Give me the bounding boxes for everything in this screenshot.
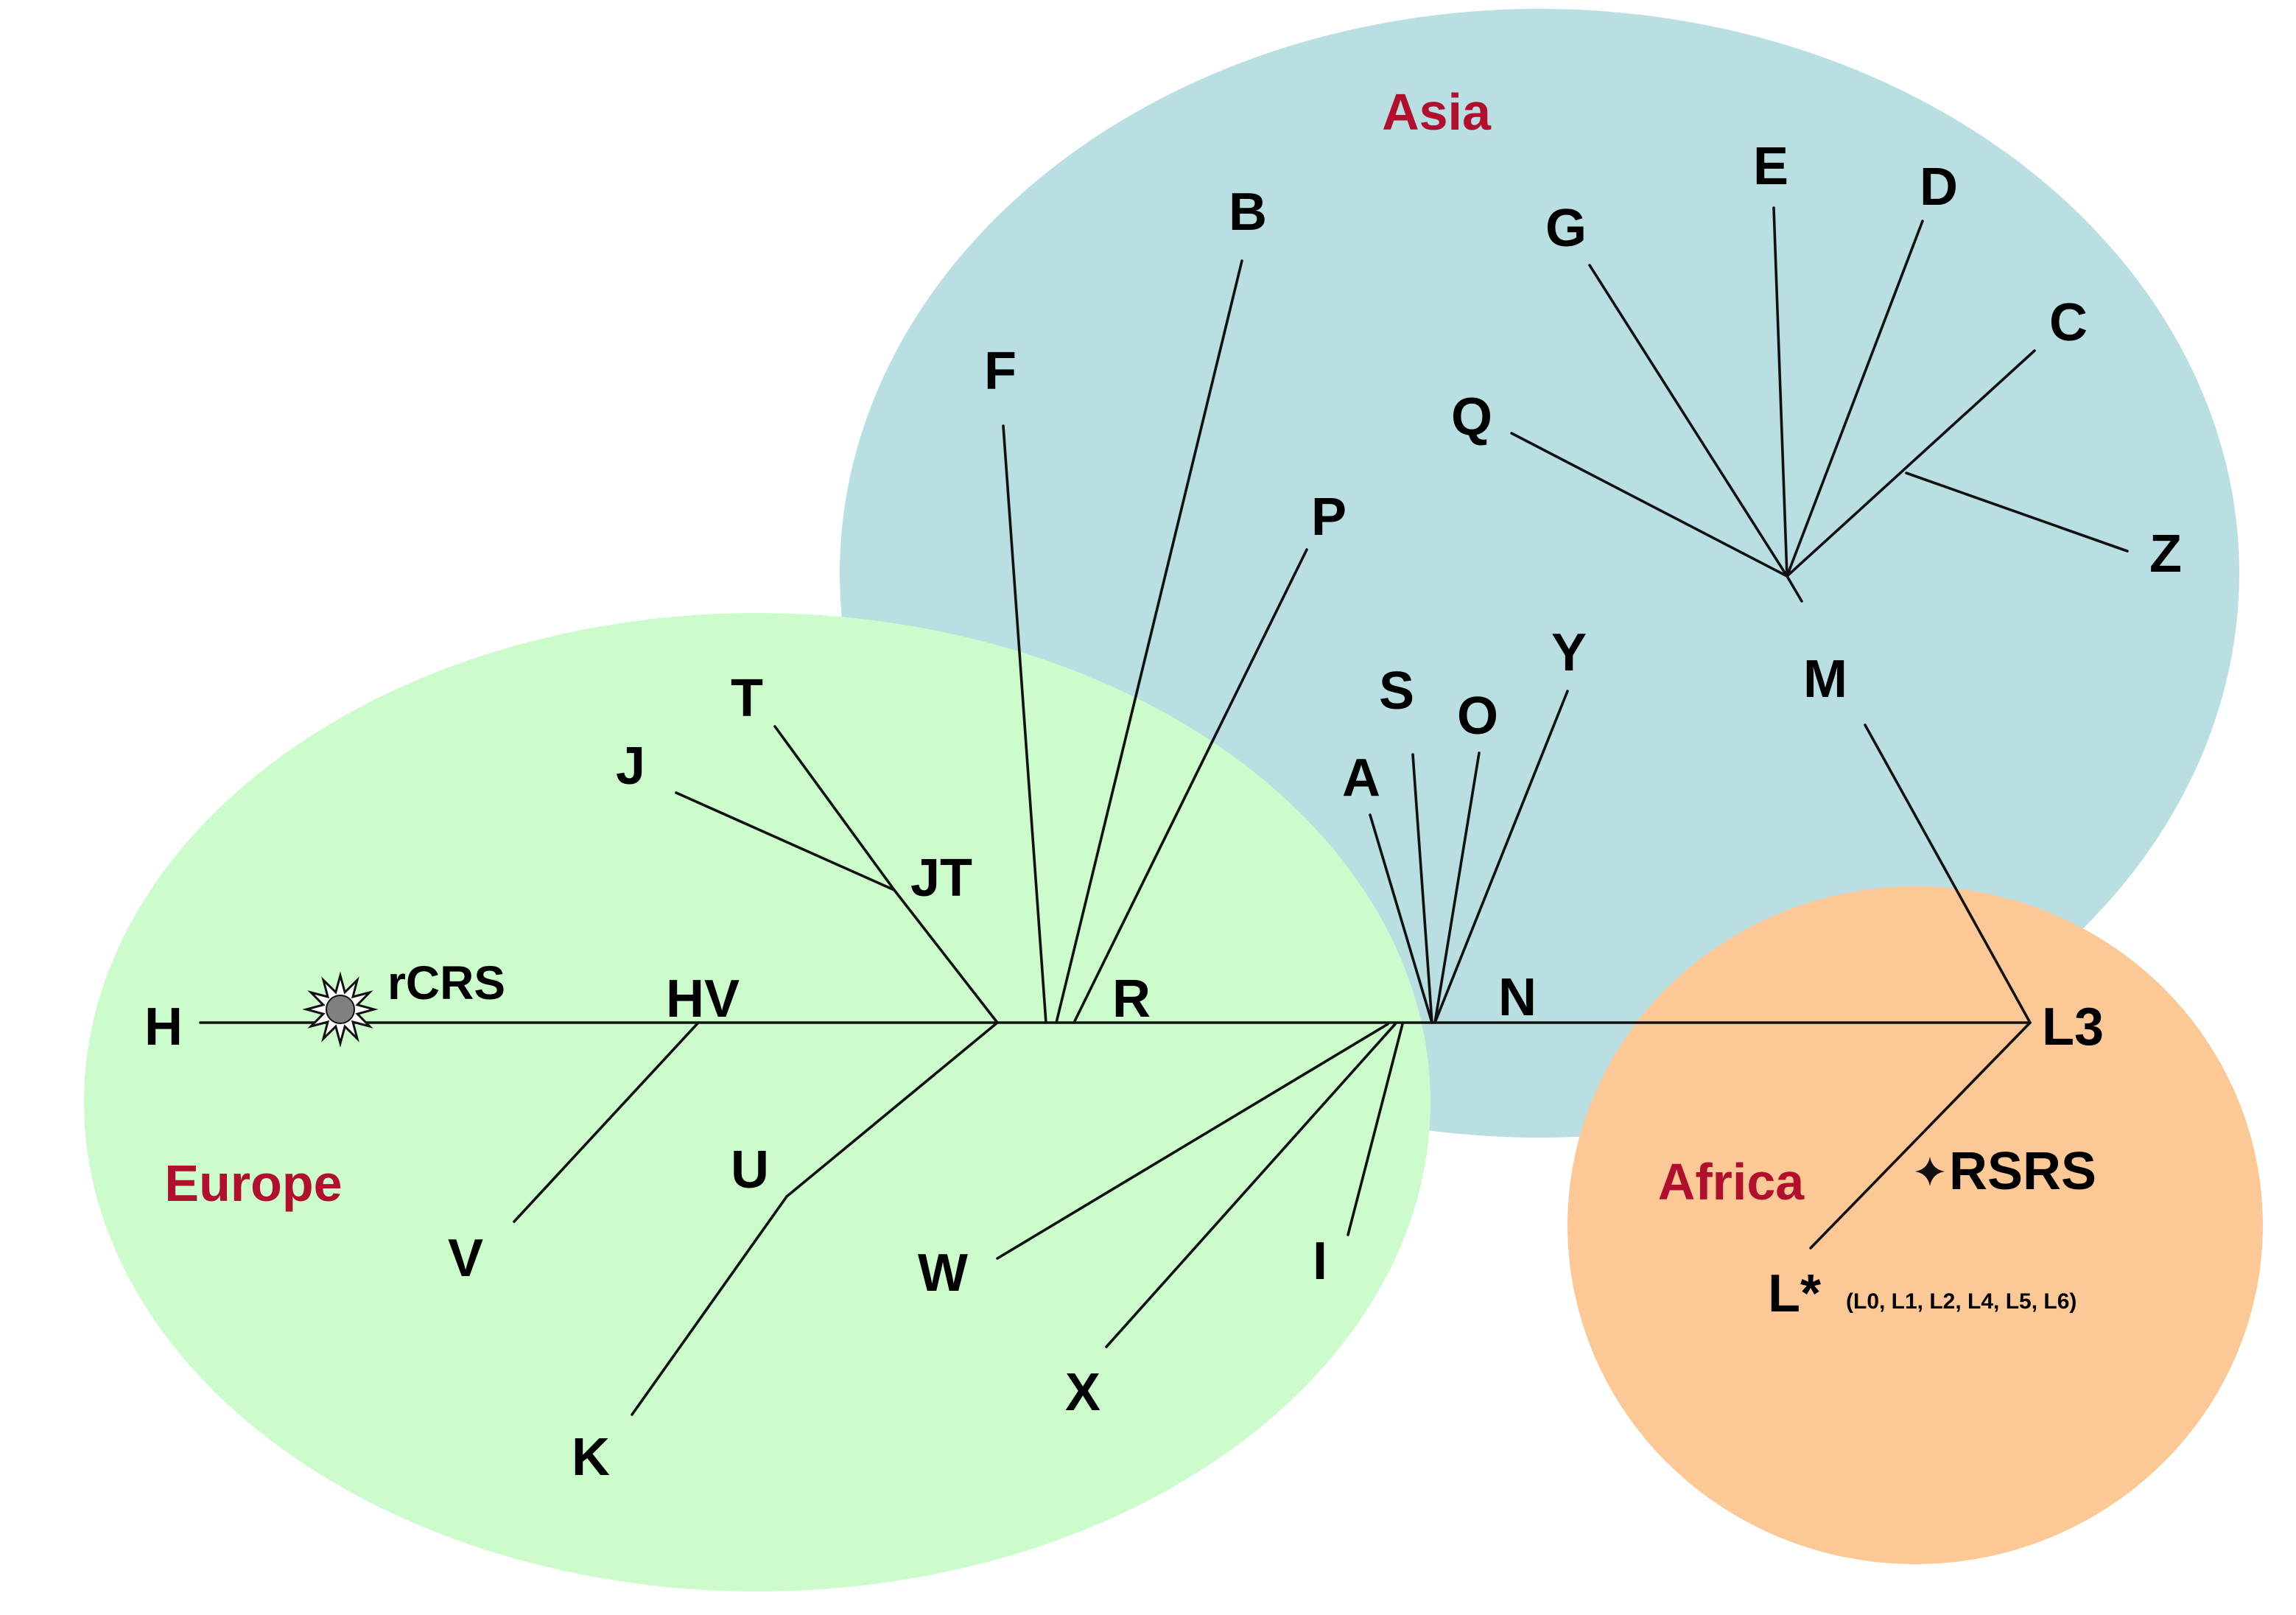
node-label-l-star: L* bbox=[1768, 1264, 1821, 1323]
node-label-w: W bbox=[918, 1244, 968, 1303]
four-point-star-icon bbox=[1915, 1157, 1945, 1186]
branch-m-l3 bbox=[1864, 724, 2032, 1024]
node-label-i: I bbox=[1313, 1232, 1327, 1291]
branch-jt-j bbox=[675, 791, 896, 891]
node-label-m: M bbox=[1803, 650, 1847, 709]
node-label-rcrs: rCRS bbox=[387, 956, 505, 1009]
node-label-e: E bbox=[1753, 137, 1788, 196]
branch-w bbox=[996, 1023, 1389, 1260]
region-label-europe: Europe bbox=[164, 1155, 342, 1212]
node-label-l-star-note: (L0, L1, L2, L4, L5, L6) bbox=[1846, 1289, 2076, 1314]
node-label-t: T bbox=[731, 669, 763, 728]
branch-jt-node bbox=[893, 889, 999, 1024]
node-label-r: R bbox=[1112, 970, 1151, 1029]
node-label-a: A bbox=[1342, 749, 1380, 808]
node-label-x: X bbox=[1065, 1363, 1100, 1422]
branch-x bbox=[1105, 1023, 1397, 1348]
node-label-z: Z bbox=[2149, 525, 2182, 584]
branch-jt-t bbox=[773, 725, 896, 891]
branch-a bbox=[1369, 813, 1433, 1024]
branch-i bbox=[1347, 1023, 1404, 1236]
branch-q bbox=[1510, 432, 1788, 578]
region-label-asia: Asia bbox=[1382, 83, 1492, 141]
region-label-africa: Africa bbox=[1658, 1153, 1805, 1211]
node-label-u: U bbox=[731, 1141, 769, 1199]
branch-hv-v bbox=[513, 1021, 700, 1223]
branch-s bbox=[1411, 753, 1433, 1024]
branch-e bbox=[1772, 206, 1788, 578]
node-label-f: F bbox=[984, 342, 1017, 401]
branch-u bbox=[785, 1021, 999, 1198]
starburst-icon bbox=[302, 971, 379, 1048]
node-label-s: S bbox=[1379, 662, 1414, 721]
branch-f bbox=[1002, 424, 1047, 1024]
branch-p bbox=[1072, 548, 1308, 1024]
branch-k bbox=[631, 1195, 788, 1416]
branch-m-stem bbox=[1786, 575, 1803, 603]
node-label-d: D bbox=[1920, 158, 1958, 217]
node-label-y: Y bbox=[1551, 623, 1587, 682]
branch-o bbox=[1433, 752, 1481, 1024]
branch-d bbox=[1786, 220, 1924, 578]
node-label-k: K bbox=[572, 1428, 610, 1487]
region-africa bbox=[1567, 886, 2263, 1564]
branch-c bbox=[1786, 349, 2036, 578]
region-europe bbox=[84, 613, 1430, 1591]
node-label-rsrs: RSRS bbox=[1949, 1142, 2096, 1201]
branch-g bbox=[1588, 264, 1788, 578]
node-label-l3: L3 bbox=[2042, 998, 2104, 1057]
branch-l3-lstar bbox=[1809, 1021, 2032, 1250]
node-label-j: J bbox=[616, 737, 645, 796]
branch-y bbox=[1433, 690, 1569, 1024]
node-label-o: O bbox=[1457, 687, 1498, 746]
node-label-b: B bbox=[1229, 183, 1267, 242]
node-label-n: N bbox=[1498, 968, 1537, 1027]
node-label-h: H bbox=[144, 998, 183, 1057]
node-label-p: P bbox=[1311, 488, 1347, 547]
node-label-hv: HV bbox=[666, 970, 740, 1029]
node-label-q: Q bbox=[1451, 388, 1492, 446]
branch-z bbox=[1905, 472, 2129, 553]
node-label-jt: JT bbox=[910, 849, 972, 908]
node-label-g: G bbox=[1545, 199, 1587, 258]
node-label-v: V bbox=[448, 1229, 483, 1288]
node-label-c: C bbox=[2049, 293, 2088, 352]
branch-b bbox=[1055, 259, 1243, 1024]
